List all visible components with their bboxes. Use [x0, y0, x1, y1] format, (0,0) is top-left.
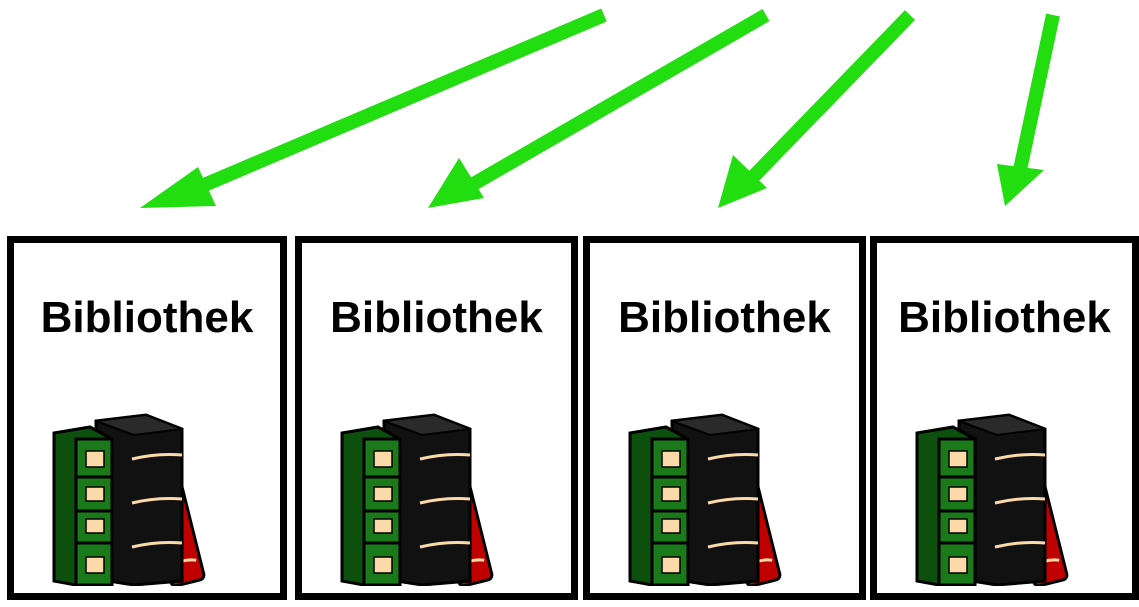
books-icon [50, 411, 250, 588]
arrow-3 [718, 10, 916, 208]
library-card-4[interactable]: Bibliothek [870, 236, 1139, 600]
card-title: Bibliothek [618, 293, 831, 342]
library-card-1[interactable]: Bibliothek [7, 236, 287, 600]
books-icon [626, 411, 826, 588]
books-icon [913, 411, 1113, 588]
card-title: Bibliothek [40, 293, 254, 342]
card-title: Bibliothek [330, 293, 543, 342]
library-card-3[interactable]: Bibliothek [583, 236, 866, 600]
books-icon [338, 411, 538, 588]
card-title: Bibliothek [898, 293, 1111, 342]
library-card-2[interactable]: Bibliothek [295, 236, 578, 600]
arrow-2 [428, 8, 770, 208]
arrow-1 [140, 8, 607, 208]
arrow-4 [997, 13, 1060, 206]
